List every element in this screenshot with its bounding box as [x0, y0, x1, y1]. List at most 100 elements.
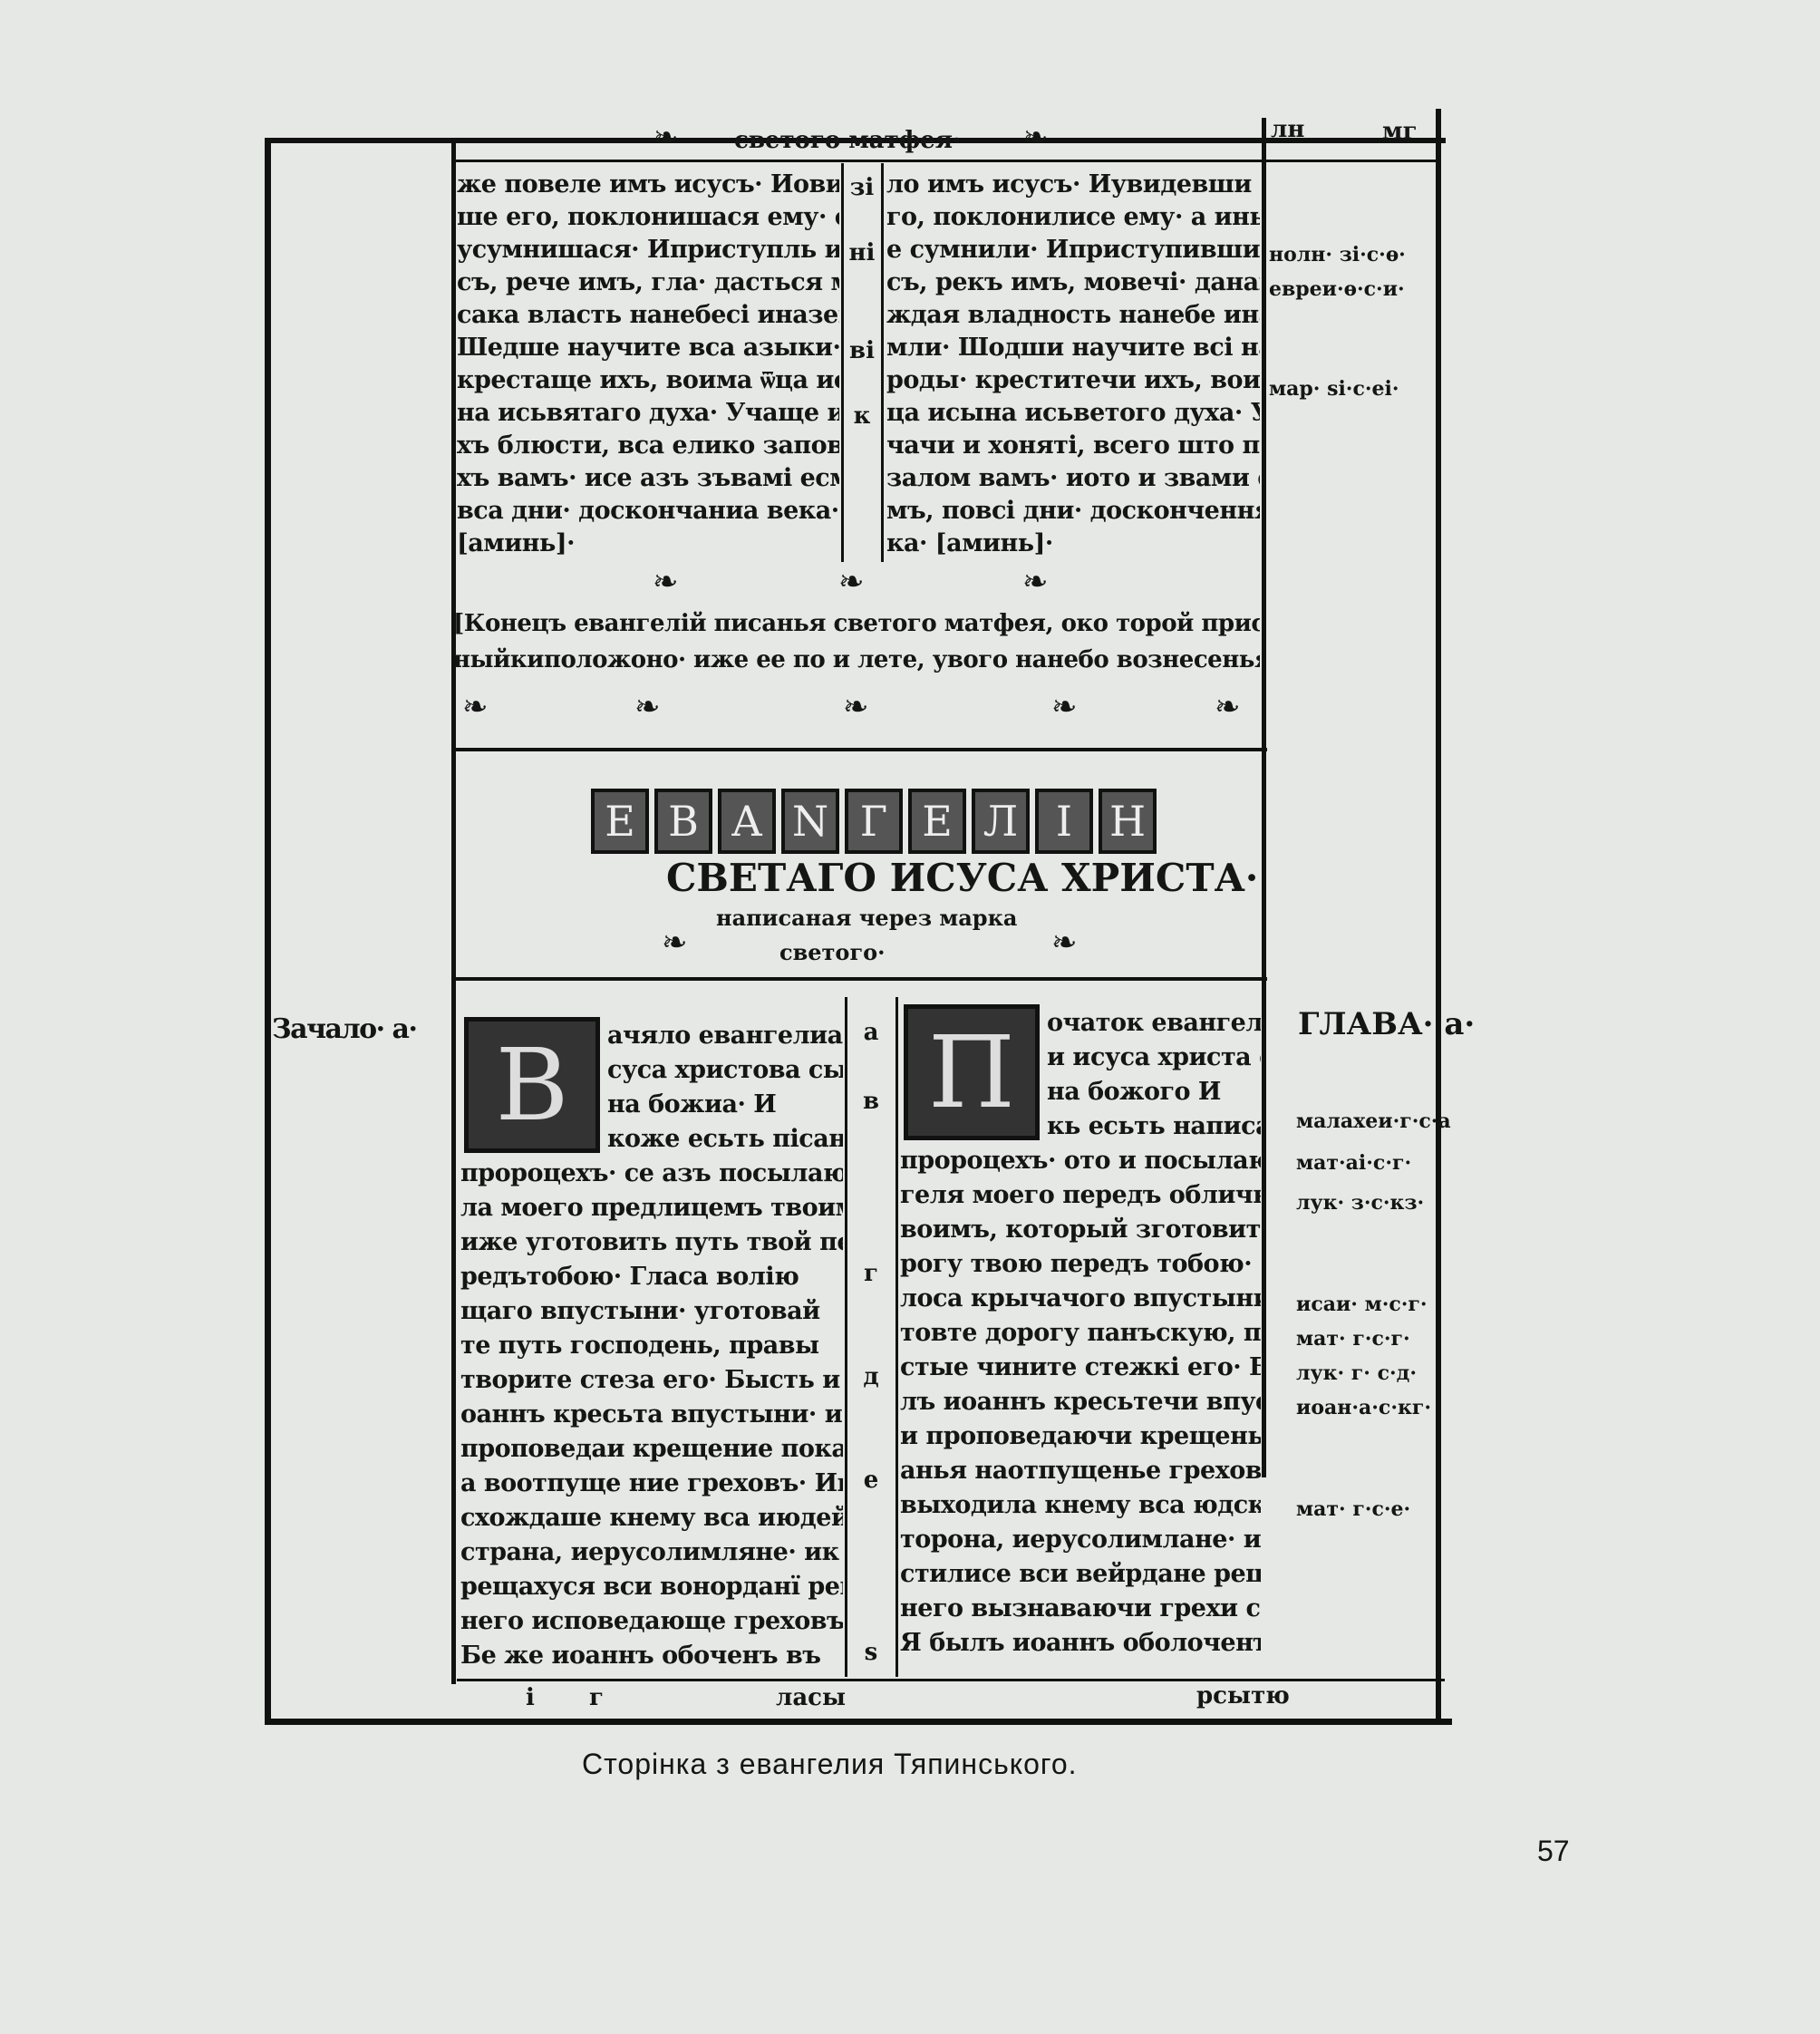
text-line: на исьвятаго духа· Учаще и	[457, 399, 839, 427]
text-line: коже есьть пісано вь	[607, 1125, 843, 1153]
fleuron-ornament: ❧	[653, 120, 679, 156]
caption: Сторінка з евангелия Тяпинського.	[582, 1748, 1078, 1780]
decorated-letter: І	[1035, 789, 1093, 854]
fleuron-ornament: ❧	[843, 689, 869, 725]
upper-left-column: же повеле имъ исусъ· Иовидевъ ше его, пок…	[457, 169, 839, 560]
fleuron-ornament: ❧	[838, 564, 865, 600]
catchword: рсытю	[1196, 1682, 1290, 1710]
margin-reference: мат·аі·с·г·	[1296, 1151, 1412, 1175]
text-line: усумнишася· Иприступль и	[457, 236, 839, 264]
text-line: мъ, повсі дни· доскончення ве	[886, 497, 1260, 525]
text-line: съ, рече имъ, гла· дасться мі вь	[457, 268, 839, 296]
margin-reference: мат· г·с·г·	[1296, 1327, 1410, 1351]
text-line: сака власть нанебесі иназемлі·	[457, 301, 839, 329]
decorated-letter: Н	[1099, 789, 1157, 854]
catchword: і	[526, 1684, 535, 1711]
fleuron-ornament: ❧	[1215, 689, 1241, 725]
fleuron-ornament: ❧	[662, 925, 688, 961]
margin-reference: нолн· зі·с·ѳ·	[1269, 243, 1406, 266]
text-line: очаток евангели	[1047, 1009, 1261, 1037]
text-line: на божиа· И	[607, 1090, 777, 1119]
text-line: геля моего передъ обличьемъ т	[900, 1181, 1261, 1209]
text-line: ло имъ исусъ· Иувидевши е	[886, 170, 1260, 199]
text-line: товте дорогу панъскую, про	[900, 1319, 1261, 1347]
margin-reference: малахеи·г·с·а	[1296, 1109, 1451, 1133]
fleuron-ornament: ❧	[1022, 564, 1049, 600]
text-line: на божого И	[1047, 1078, 1221, 1106]
frame-left	[265, 138, 271, 1724]
colophon: [Конецъ евангелій писанья светого матфея…	[453, 605, 1260, 678]
fleuron-ornament: ❧	[1022, 120, 1049, 156]
verse-number: зі	[849, 174, 875, 201]
text-line: редътобою· Гласа волію	[460, 1263, 799, 1291]
text-line: стые чините стежкі его· Бы	[900, 1353, 1261, 1381]
verse-number: а	[863, 1019, 879, 1046]
verse-number: д	[863, 1363, 879, 1390]
text-line: оаннъ кресьта впустыни· и	[460, 1400, 843, 1429]
text-line: ше его, поклонишася ему· обаче	[457, 203, 839, 231]
text-line: ачяло евангелиа и	[607, 1022, 843, 1050]
text-line: хъ блюсти, вса елико заповедя	[457, 431, 839, 460]
text-line: ла моего предлицемъ твоимъ,	[460, 1194, 843, 1222]
title-line-3: написаная через марка	[716, 905, 1018, 931]
decorated-letter: В	[654, 789, 712, 854]
text-line: рещахуся вси вонорданї реце	[460, 1573, 843, 1601]
margin-reference: исаи· м·с·г·	[1296, 1293, 1428, 1316]
text-block-right	[1262, 118, 1266, 1477]
catchword: г	[589, 1684, 604, 1711]
text-line: кь есьть написано в	[1047, 1112, 1261, 1140]
zachalo-label: Зачало· а·	[272, 1013, 418, 1045]
decorated-letter: А	[718, 789, 776, 854]
margin-reference: лук· г· с·д·	[1296, 1361, 1417, 1385]
upper-col-divider-b	[881, 163, 884, 562]
verse-number: к	[853, 402, 871, 430]
verse-number: ві	[849, 337, 875, 364]
verse-number: в	[862, 1088, 880, 1115]
section-rule-2	[451, 977, 1267, 981]
text-line: мли· Шодши научите всі на	[886, 334, 1260, 362]
folio-right: мг	[1382, 118, 1418, 145]
text-line: хъ вамъ· исе азъ зъвамі есмь, во	[457, 464, 839, 492]
catchword: ласы	[776, 1684, 847, 1711]
margin-reference: лук· з·с·кз·	[1296, 1191, 1425, 1215]
text-line: стилисе вси вейрдане реце т	[900, 1560, 1261, 1588]
verse-number: ні	[848, 239, 876, 266]
text-line: иже уготовить путь твой пе	[460, 1228, 843, 1256]
text-line: съ, рекъ имъ, мовечі· данамъ ка	[886, 268, 1260, 296]
text-line: же повеле имъ исусъ· Иовидевъ	[457, 170, 839, 199]
text-line: ка· [аминь]·	[886, 529, 1053, 557]
initial-letter-p: П	[904, 1004, 1040, 1140]
text-line: выходила кнему вса юдская с	[900, 1491, 1261, 1519]
title-line-2: СВЕТАГО ИСУСА ХРИСТА·	[666, 856, 1259, 900]
text-line: вса дни· доскончаниа века·	[457, 497, 839, 525]
text-line: него вызнаваючи грехи свои·	[900, 1594, 1261, 1622]
upper-col-divider-a	[841, 163, 844, 562]
page-number: 57	[1537, 1835, 1570, 1867]
fleuron-ornament: ❧	[1051, 689, 1078, 725]
lower-col-divider-a	[845, 997, 847, 1677]
text-line: роды· креститечи ихъ, воима ѿ	[886, 366, 1260, 394]
text-line: чачи и хоняті, всего што прика	[886, 431, 1260, 460]
margin-reference: мат· г·с·е·	[1296, 1497, 1411, 1521]
folio-left: лн	[1271, 116, 1305, 143]
text-line: Бе же иоаннъ обоченъ въ	[460, 1642, 821, 1670]
text-line: него исповедающе греховъ	[460, 1607, 843, 1635]
heading-rule	[451, 160, 1439, 162]
chapter-label: ГЛАВА· а·	[1298, 1006, 1476, 1042]
text-line: страна, иерусолимляне· ик	[460, 1538, 839, 1566]
decorated-letter: Е	[591, 789, 649, 854]
text-line: творите стеза его· Бысть и	[460, 1366, 840, 1394]
verse-number: ѕ	[864, 1639, 878, 1666]
text-line: е сумнили· Иприступивши и	[886, 236, 1260, 264]
decorated-letter: Е	[908, 789, 966, 854]
section-rule-1	[451, 748, 1267, 751]
text-line: [аминь]·	[457, 529, 576, 557]
frame-bottom	[265, 1719, 1452, 1725]
text-line: крестаще ихъ, воима ѿца исы	[457, 366, 839, 394]
lower-col-divider-b	[895, 997, 898, 1677]
title-line-4: светого·	[779, 939, 886, 965]
